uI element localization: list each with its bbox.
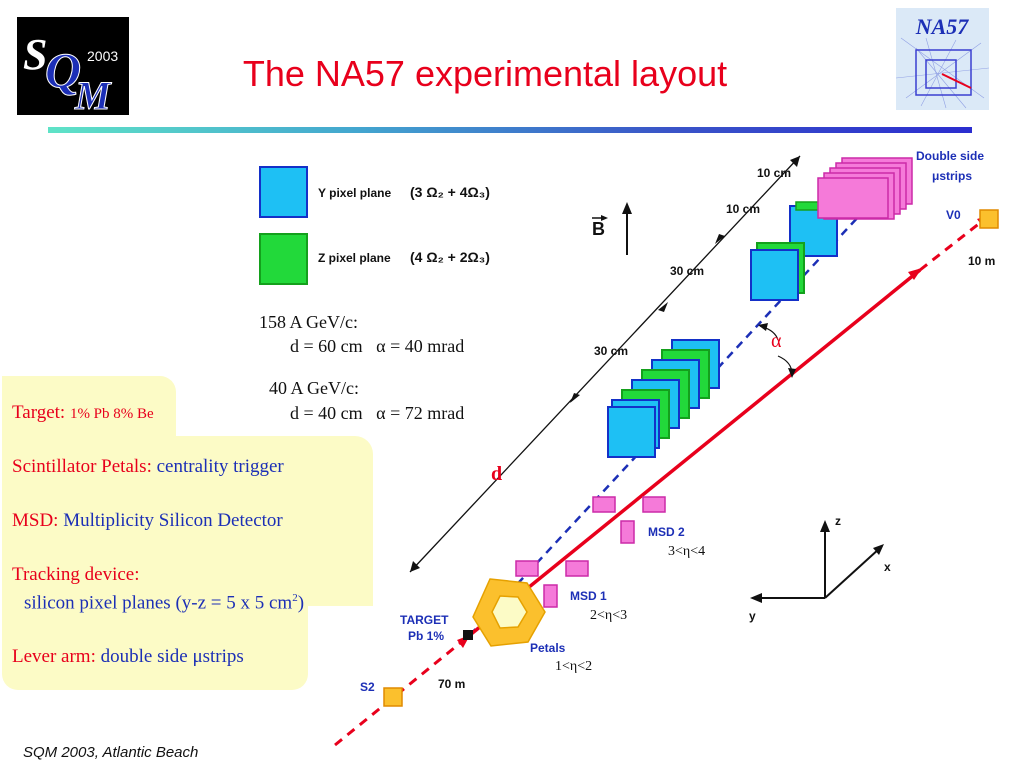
msd1-eta-range: 2<η<3: [590, 608, 628, 623]
setting-158-energy: 158 A GeV/c:: [259, 312, 358, 332]
info-tracking-heading: Tracking device:: [12, 564, 140, 585]
v0-label: V0: [946, 208, 961, 222]
msd2-box-left: [592, 496, 616, 513]
s2-label: S2: [360, 680, 375, 694]
legend-z-pixel-swatch: [259, 233, 308, 285]
microstrips-label: μstrips: [932, 169, 973, 183]
target-material-label: Pb 1%: [408, 629, 445, 643]
setting-158-params: d = 60 cm α = 40 mrad: [290, 336, 465, 356]
legend-y-pixel-label: Y pixel plane: [318, 186, 392, 200]
info-box-background: [2, 376, 373, 690]
footer-caption: SQM 2003, Atlantic Beach: [23, 744, 199, 761]
axis-x-label: x: [884, 560, 891, 574]
v0-counter: [979, 209, 999, 229]
setting-40-params: d = 40 cm α = 72 mrad: [290, 403, 465, 423]
component-info-box: Target: 1% Pb 8% Be Scintillator Petals:…: [2, 376, 374, 690]
double-side-label: Double side: [916, 149, 985, 163]
coordinate-axes: [755, 527, 881, 599]
axis-y-label: y: [749, 609, 756, 623]
sqm-2003-logo: S Q M 2003: [17, 17, 129, 119]
beam-outgoing-line: [468, 268, 922, 637]
info-target: Target: 1% Pb 8% Be: [12, 402, 154, 423]
target-label: TARGET: [400, 613, 449, 627]
info-tracking-detail: silicon pixel planes (y-z = 5 x 5 cm2): [24, 592, 305, 614]
logo-na57-text: NA57: [915, 14, 970, 39]
distance-10cm-upper: 10 cm: [757, 166, 792, 180]
msd2-eta-range: 3<η<4: [668, 544, 706, 559]
double-side-microstrips: [817, 157, 913, 220]
info-lever-arm: Lever arm: double side μstrips: [12, 646, 244, 667]
msd1-box-left: [515, 560, 539, 577]
distance-30cm-upper: 30 cm: [670, 264, 705, 278]
target-marker: [463, 630, 473, 640]
svg-text:M: M: [74, 73, 112, 115]
info-petals: Scintillator Petals: centrality trigger: [12, 456, 284, 477]
axis-z-label: z: [835, 514, 841, 528]
petals-eta-range: 1<η<2: [555, 659, 593, 674]
legend-y-pixel-swatch: [259, 166, 308, 218]
distance-70m-label: 70 m: [438, 677, 466, 691]
setting-40-energy: 40 A GeV/c:: [269, 378, 359, 398]
v0-distance-label: 10 m: [968, 254, 996, 268]
legend-y-pixel-count: (3 Ω₂ + 4Ω₃): [410, 184, 490, 200]
distance-30cm-lower: 30 cm: [594, 344, 629, 358]
dimension-d-line: [409, 155, 801, 573]
pixel-telescope-1: [607, 339, 720, 458]
page-title: The NA57 experimental layout: [242, 53, 728, 94]
msd2-box-right: [642, 496, 666, 513]
na57-logo: NA57: [895, 8, 990, 110]
info-msd: MSD: Multiplicity Silicon Detector: [12, 510, 283, 531]
msd2-box-bottom: [620, 520, 635, 544]
b-field-label: B: [592, 219, 605, 239]
svg-text:S: S: [23, 30, 47, 79]
pixel-telescope-2: [750, 201, 838, 301]
legend-z-pixel-label: Z pixel plane: [318, 251, 391, 265]
svg-text:Q: Q: [45, 42, 81, 98]
petals-label: Petals: [530, 641, 566, 655]
msd1-box-bottom: [543, 584, 558, 608]
title-divider: [48, 127, 972, 133]
distance-10cm-lower: 10 cm: [726, 202, 761, 216]
msd1-label: MSD 1: [570, 589, 607, 603]
d-distance-label: d: [491, 463, 503, 485]
alpha-angle-label: α: [771, 330, 782, 352]
msd1-box-right: [565, 560, 589, 577]
logo-year: 2003: [87, 48, 118, 64]
s2-counter: [383, 687, 403, 707]
legend-z-pixel-count: (4 Ω₂ + 2Ω₃): [410, 249, 490, 265]
msd2-label: MSD 2: [648, 525, 685, 539]
